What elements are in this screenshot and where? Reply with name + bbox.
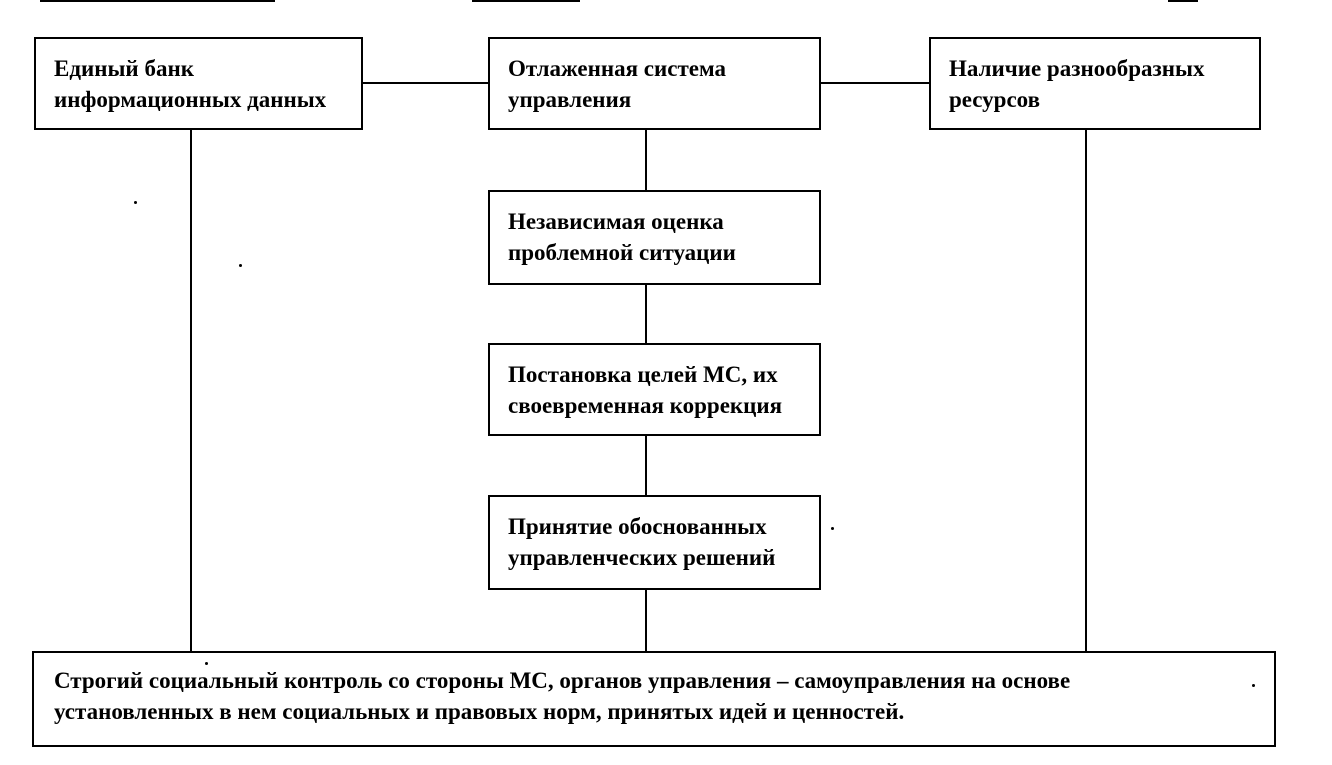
scan-speck <box>134 201 137 204</box>
node-data-bank: Единый банк информационных данных <box>34 37 363 130</box>
connector-management-to-assessment <box>645 130 647 192</box>
node-management-system: Отлаженная система управления <box>488 37 821 130</box>
node-social-control: Строгий социальный контроль со стороны М… <box>32 651 1276 747</box>
connector-goals-to-decisions <box>645 435 647 497</box>
node-goal-setting: Постановка целей МС, их своевременная ко… <box>488 343 821 436</box>
scan-edge-mark <box>40 0 275 2</box>
scan-speck <box>239 264 242 267</box>
connector-bank-to-control <box>190 130 192 652</box>
connector-management-to-resources <box>820 82 930 84</box>
connector-decisions-to-control <box>645 590 647 652</box>
node-decision-making: Принятие обоснованных управленческих реш… <box>488 495 821 590</box>
node-situation-assessment: Независимая оценка проблемной ситуации <box>488 190 821 285</box>
node-resources: Наличие разнообразных ресурсов <box>929 37 1261 130</box>
scan-speck <box>831 527 834 530</box>
scan-speck <box>205 662 208 665</box>
connector-bank-to-management <box>362 82 488 84</box>
connector-assessment-to-goals <box>645 285 647 345</box>
scan-edge-mark <box>472 0 580 2</box>
scan-speck <box>1252 684 1255 687</box>
connector-resources-to-control <box>1085 130 1087 652</box>
scan-edge-mark <box>1168 0 1198 2</box>
